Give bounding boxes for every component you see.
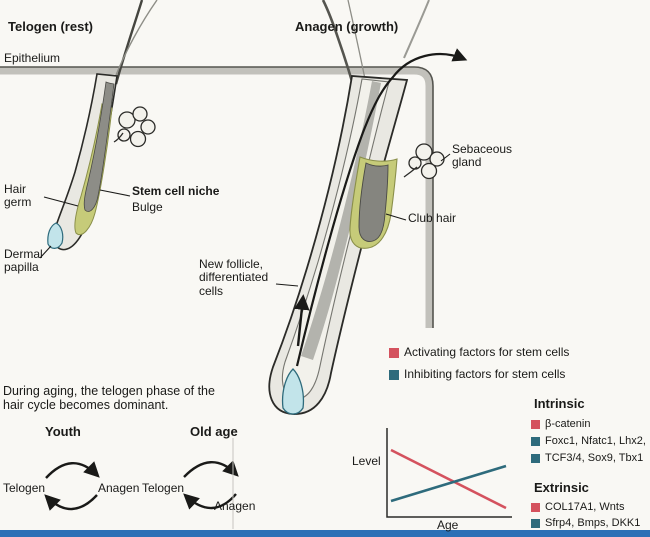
anagen-club-hair xyxy=(358,162,389,242)
aging-note-text: During aging, the telogen phase of the h… xyxy=(3,384,215,412)
youth-anagen-label: Anagen xyxy=(98,481,140,495)
activating-color-swatch-icon xyxy=(531,503,540,512)
anagen-phase-header: Anagen (growth) xyxy=(295,19,399,34)
dermal-papilla-leader xyxy=(39,245,52,259)
telogen-sebaceous-gland xyxy=(113,106,156,148)
extrinsic-factor-row: COL17A1, Wnts xyxy=(531,501,624,513)
intrinsic-factor-row: β-catenin xyxy=(531,418,590,430)
sebaceous-gland-leader xyxy=(440,153,451,162)
telogen-hair-shaft xyxy=(114,0,144,85)
stray-hair xyxy=(403,0,430,59)
inhibiting-trend-line xyxy=(390,464,507,503)
club-hair-leader xyxy=(385,213,407,221)
hair-germ-leader xyxy=(43,196,79,207)
anagen-central-shaft xyxy=(301,81,381,360)
extrinsic-factor-label: COL17A1, Wnts xyxy=(545,501,625,513)
sebaceous-gland-label: Sebaceous gland xyxy=(452,142,513,170)
telogen-dermal-papilla xyxy=(47,222,64,249)
legend-inhibiting-label: Inhibiting factors for stem cells xyxy=(404,367,566,381)
growth-direction-arrow xyxy=(294,294,310,347)
leader-lines xyxy=(39,153,451,287)
intrinsic-factor-label: β-catenin xyxy=(545,418,591,430)
activating-color-swatch-icon xyxy=(389,348,399,358)
anagen-dermal-papilla xyxy=(281,368,305,415)
hair-germ-label: Hair germ xyxy=(4,182,32,210)
chart-axes xyxy=(386,428,512,518)
activating-trend-line xyxy=(390,448,507,510)
new-hair-growth-arrow xyxy=(295,48,468,367)
intrinsic-factor-label: Foxc1, Nfatc1, Lhx2, xyxy=(545,435,646,447)
old-age-telogen-label: Telogen xyxy=(142,481,185,495)
inhibiting-color-swatch-icon xyxy=(389,370,399,380)
youth-telogen-label: Telogen xyxy=(3,481,46,495)
telogen-follicle xyxy=(47,0,158,251)
new-follicle-label: New follicle, differentiated cells xyxy=(199,257,269,298)
inhibiting-color-swatch-icon xyxy=(531,437,540,446)
new-follicle-leader xyxy=(275,283,299,287)
epithelium-line xyxy=(0,66,434,328)
extrinsic-factor-row: Sfrp4, Bmps, DKK1 xyxy=(531,517,640,529)
stem-cell-niche-leader xyxy=(99,189,131,197)
stem-cell-niche-label: Stem cell niche xyxy=(132,184,220,198)
chart-x-axis-label: Age xyxy=(437,518,459,532)
footer-bar xyxy=(0,530,650,537)
legend-activating-row: Activating factors for stem cells xyxy=(389,345,570,359)
telogen-phase-header: Telogen (rest) xyxy=(8,19,93,34)
intrinsic-factor-row: TCF3/4, Sox9, Tbx1 xyxy=(531,452,643,464)
telogen-club-hair xyxy=(83,81,115,212)
youth-cycle-arrows xyxy=(44,461,100,511)
dermal-papilla-label: Dermal papilla xyxy=(4,247,43,275)
legend-activating-label: Activating factors for stem cells xyxy=(404,345,570,359)
old-age-anagen-label: Anagen xyxy=(214,499,256,513)
intrinsic-factor-row: Foxc1, Nfatc1, Lhx2, xyxy=(531,435,646,447)
inhibiting-color-swatch-icon xyxy=(531,454,540,463)
epithelium-label: Epithelium xyxy=(4,51,61,65)
extrinsic-factor-label: Sfrp4, Bmps, DKK1 xyxy=(545,517,641,529)
youth-cycle-title: Youth xyxy=(45,424,81,439)
aging-level-chart xyxy=(386,428,512,518)
club-hair-label: Club hair xyxy=(408,211,457,225)
extrinsic-factors-title: Extrinsic xyxy=(534,480,589,495)
legend-inhibiting-row: Inhibiting factors for stem cells xyxy=(389,367,566,381)
activating-color-swatch-icon xyxy=(531,420,540,429)
intrinsic-factors-title: Intrinsic xyxy=(534,396,585,411)
old-age-cycle-title: Old age xyxy=(190,424,238,439)
anagen-follicle xyxy=(268,0,468,415)
chart-y-axis-label: Level xyxy=(352,454,381,468)
intrinsic-factor-label: TCF3/4, Sox9, Tbx1 xyxy=(545,452,644,464)
inhibiting-color-swatch-icon xyxy=(531,519,540,528)
bulge-label: Bulge xyxy=(132,200,163,214)
anagen-sebaceous-gland xyxy=(403,143,445,180)
old-age-cycle-arrows xyxy=(183,460,239,510)
